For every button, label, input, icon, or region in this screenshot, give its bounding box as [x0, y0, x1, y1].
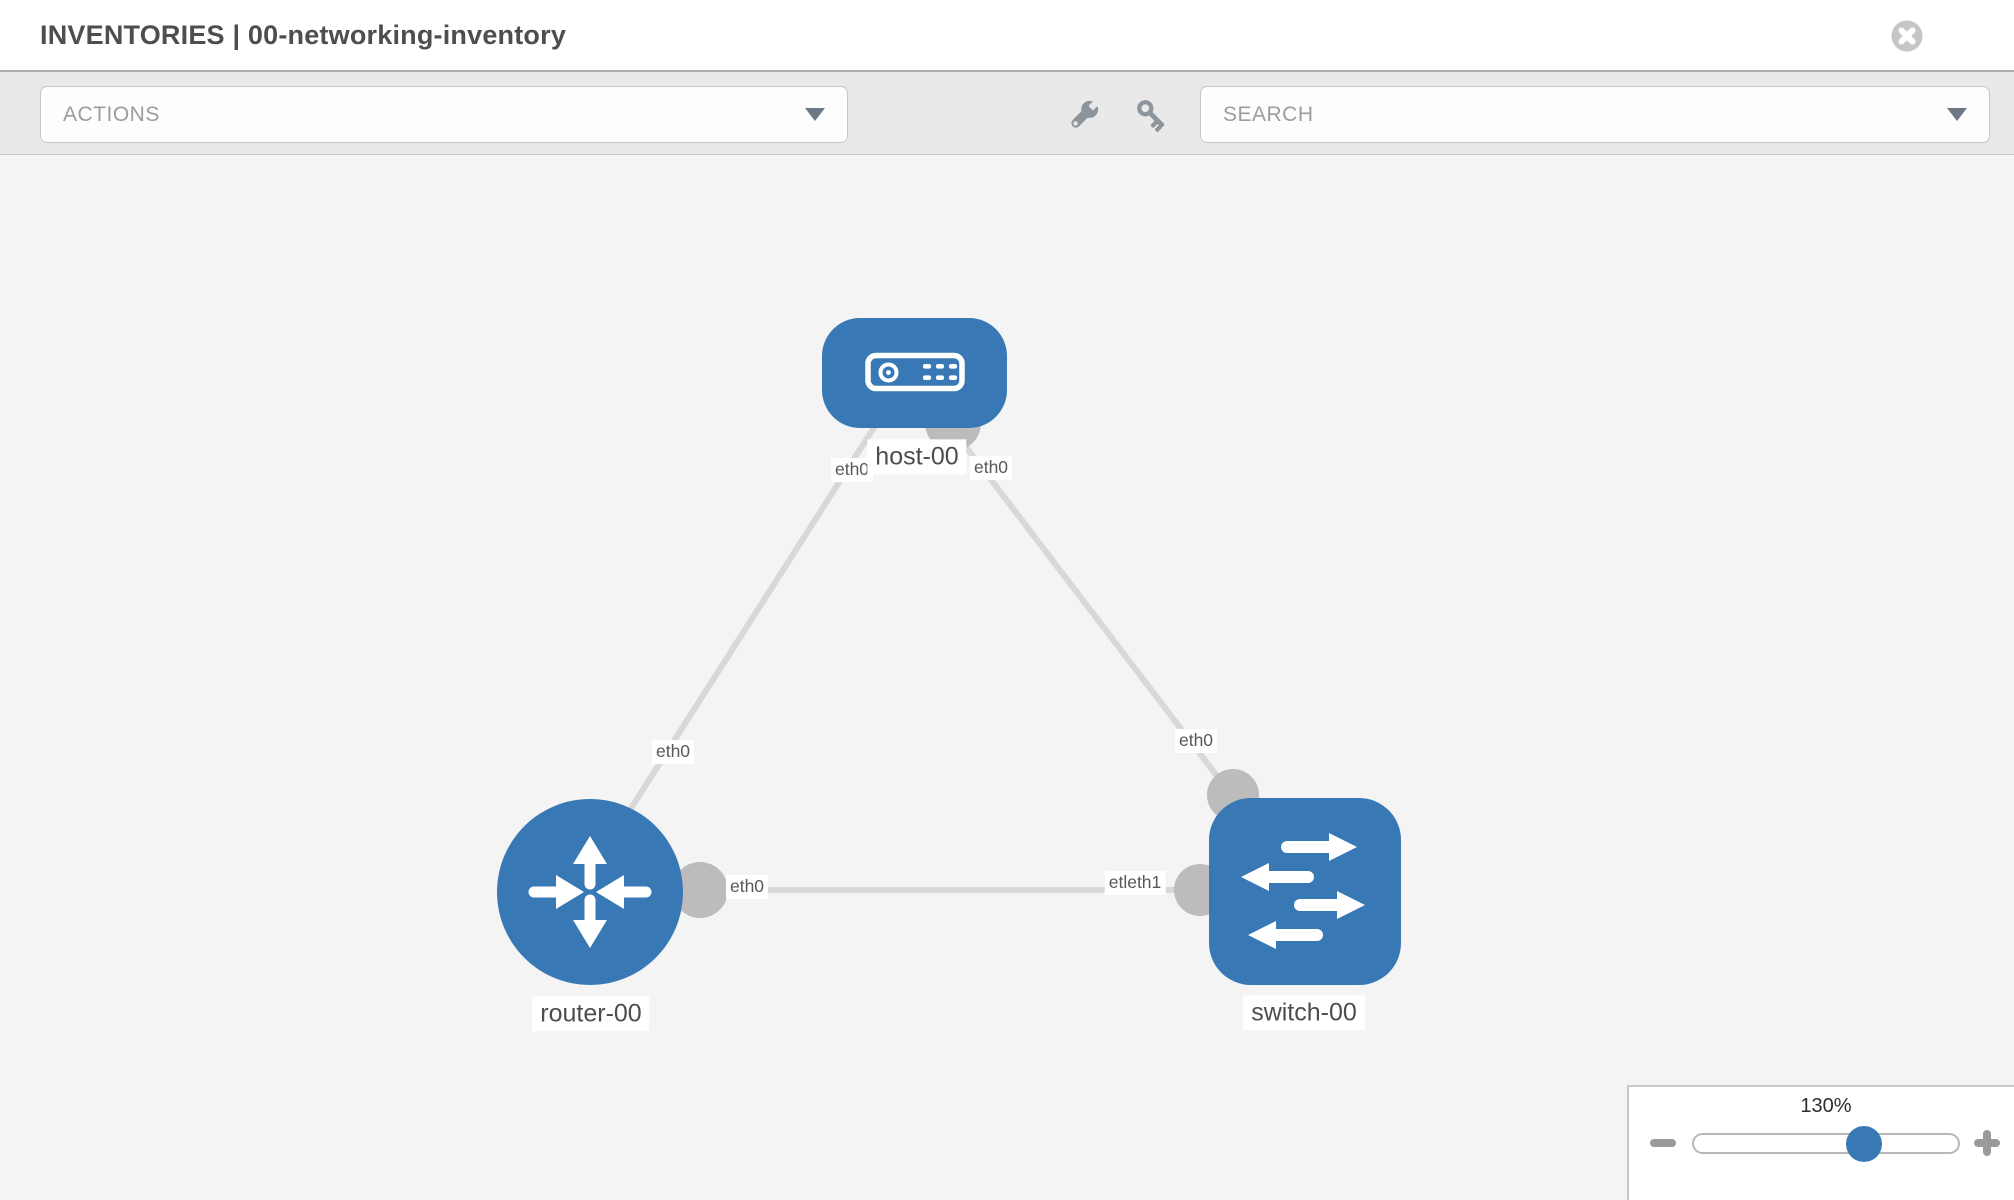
interface-port: [672, 862, 728, 918]
wrench-button[interactable]: [1062, 94, 1106, 134]
close-button[interactable]: [1891, 20, 1923, 52]
interface-label: eth0: [830, 458, 874, 482]
minus-icon: [1650, 1139, 1676, 1147]
search-dropdown[interactable]: SEARCH: [1200, 86, 1990, 143]
key-icon: [1137, 100, 1165, 133]
zoom-in-button[interactable]: [1971, 1127, 2003, 1159]
caret-down-icon: [805, 108, 825, 121]
zoom-out-button[interactable]: [1647, 1127, 1679, 1159]
zoom-control-panel: 130%: [1627, 1085, 2014, 1200]
interface-label: eth0: [969, 456, 1013, 480]
host-icon: [865, 352, 965, 392]
close-icon: [1891, 20, 1923, 52]
actions-dropdown[interactable]: ACTIONS: [40, 86, 848, 143]
search-placeholder: SEARCH: [1223, 102, 1314, 126]
topology-canvas[interactable]: eth0 eth0 eth0 eth0 eth0 etleth1 host-00…: [0, 155, 2014, 1200]
interface-label: eth0: [651, 740, 695, 764]
interface-label: etleth1: [1104, 871, 1166, 895]
node-router-00[interactable]: [497, 799, 683, 985]
link-host-router[interactable]: [609, 424, 878, 840]
actions-dropdown-label: ACTIONS: [63, 102, 160, 126]
zoom-slider-handle[interactable]: [1846, 1126, 1882, 1162]
zoom-slider-track[interactable]: [1692, 1133, 1960, 1154]
plus-icon: [1983, 1130, 1991, 1156]
node-switch-00[interactable]: [1209, 798, 1401, 985]
toolbar: ACTIONS: [0, 70, 2014, 155]
key-button[interactable]: [1130, 94, 1174, 134]
node-label-router: router-00: [532, 996, 650, 1032]
switch-icon: [1241, 833, 1365, 949]
node-label-host: host-00: [867, 439, 967, 475]
interface-label: eth0: [1174, 729, 1218, 753]
zoom-level: 130%: [1800, 1095, 1852, 1117]
header: INVENTORIES | 00-networking-inventory: [0, 0, 2014, 70]
router-icon: [528, 836, 652, 948]
interface-label: eth0: [725, 875, 769, 899]
page-title: INVENTORIES | 00-networking-inventory: [40, 19, 567, 50]
wrench-icon: [1071, 99, 1100, 128]
caret-down-icon: [1947, 108, 1967, 121]
node-host-00[interactable]: [822, 318, 1007, 428]
node-label-switch: switch-00: [1243, 995, 1365, 1031]
